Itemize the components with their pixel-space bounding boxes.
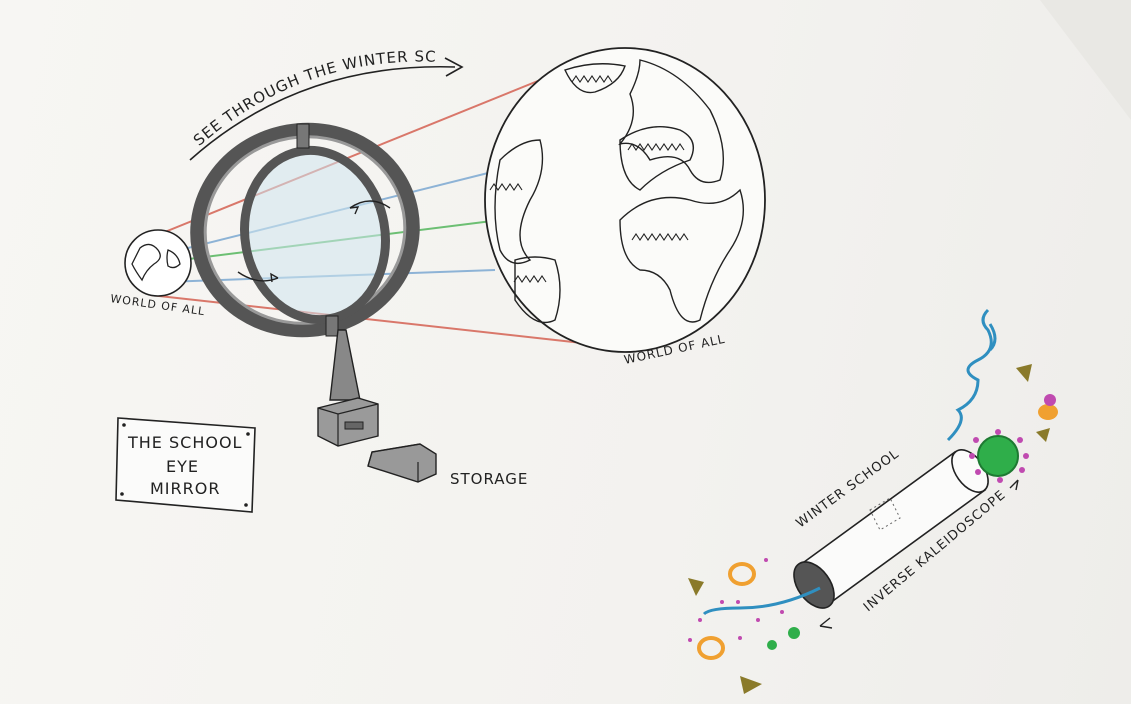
- paper-corner-shadow: [1040, 0, 1131, 120]
- storage-label: STORAGE: [450, 470, 528, 488]
- small-globe: [125, 230, 191, 296]
- big-globe: [485, 48, 765, 352]
- arc-caption: SEE THROUGH THE WINTER SCHOOL: [0, 0, 437, 149]
- kaleidoscope-arrow-left: [820, 618, 832, 628]
- sign-line-2: EYE: [166, 457, 199, 476]
- mirror-frame: [181, 113, 428, 347]
- mirror-stand: [318, 330, 378, 446]
- sign-line-3: MIRROR: [150, 479, 220, 498]
- storage-drawer: [368, 444, 436, 482]
- sign-line-1: THE SCHOOL: [127, 433, 242, 452]
- kaleidoscope-arrow-right: [1010, 480, 1018, 490]
